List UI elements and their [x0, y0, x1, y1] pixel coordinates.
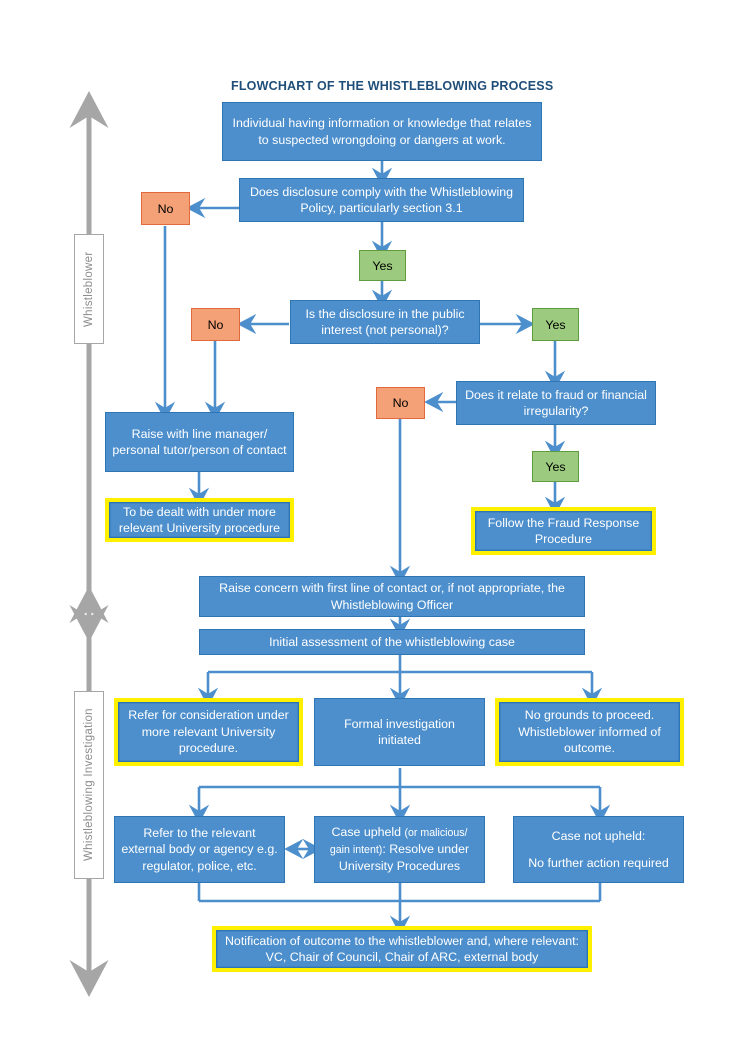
decision-no-public-interest[interactable]: No: [191, 308, 240, 341]
node-fraud-response-procedure[interactable]: Follow the Fraud Response Procedure: [471, 507, 656, 555]
node-formal-investigation[interactable]: Formal investigation initiated: [314, 698, 485, 766]
case-upheld-parenthetical: (or malicious/ gain intent): [329, 827, 468, 857]
node-raise-concern[interactable]: Raise concern with first line of contact…: [199, 576, 585, 617]
node-no-grounds-to-proceed[interactable]: No grounds to proceed. Whistleblower inf…: [495, 698, 684, 766]
lane-label-whistleblowing-investigation: Whistleblowing Investigation: [74, 691, 104, 879]
case-upheld-lead: Case upheld: [331, 825, 402, 840]
case-upheld-tail: : Resolve under University Procedures: [338, 842, 470, 874]
node-notification-of-outcome[interactable]: Notification of outcome to the whistlebl…: [212, 926, 592, 972]
node-question-public-interest[interactable]: Is the disclosure in the public interest…: [290, 300, 480, 344]
node-raise-with-line-manager[interactable]: Raise with line manager/ personal tutor/…: [105, 412, 294, 472]
node-initial-assessment[interactable]: Initial assessment of the whistleblowing…: [199, 629, 585, 655]
decision-yes-fraud[interactable]: Yes: [532, 451, 579, 482]
node-start[interactable]: Individual having information or knowled…: [222, 102, 542, 161]
case-not-upheld-line1: Case not upheld:: [551, 829, 646, 844]
node-question-policy[interactable]: Does disclosure comply with the Whistleb…: [239, 178, 524, 222]
decision-yes-public-interest[interactable]: Yes: [532, 308, 579, 341]
node-case-upheld[interactable]: Case upheld (or malicious/ gain intent):…: [314, 816, 485, 883]
case-not-upheld-line2: No further action required: [528, 855, 669, 870]
case-upheld-text: Case upheld (or malicious/ gain intent):…: [321, 824, 478, 874]
node-refer-for-consideration[interactable]: Refer for consideration under more relev…: [114, 698, 303, 766]
node-question-fraud[interactable]: Does it relate to fraud or financial irr…: [456, 381, 656, 425]
node-case-not-upheld[interactable]: Case not upheld: No further action requi…: [513, 816, 684, 883]
node-more-relevant-procedure[interactable]: To be dealt with under more relevant Uni…: [105, 498, 294, 542]
decision-no-policy[interactable]: No: [141, 192, 190, 225]
node-refer-external-body[interactable]: Refer to the relevant external body or a…: [114, 816, 285, 883]
decision-yes-policy[interactable]: Yes: [359, 250, 406, 281]
decision-no-fraud[interactable]: No: [376, 387, 425, 419]
page-title: FLOWCHART OF THE WHISTLEBLOWING PROCESS: [231, 79, 554, 93]
lane-label-whistleblower: Whistleblower: [74, 234, 104, 344]
